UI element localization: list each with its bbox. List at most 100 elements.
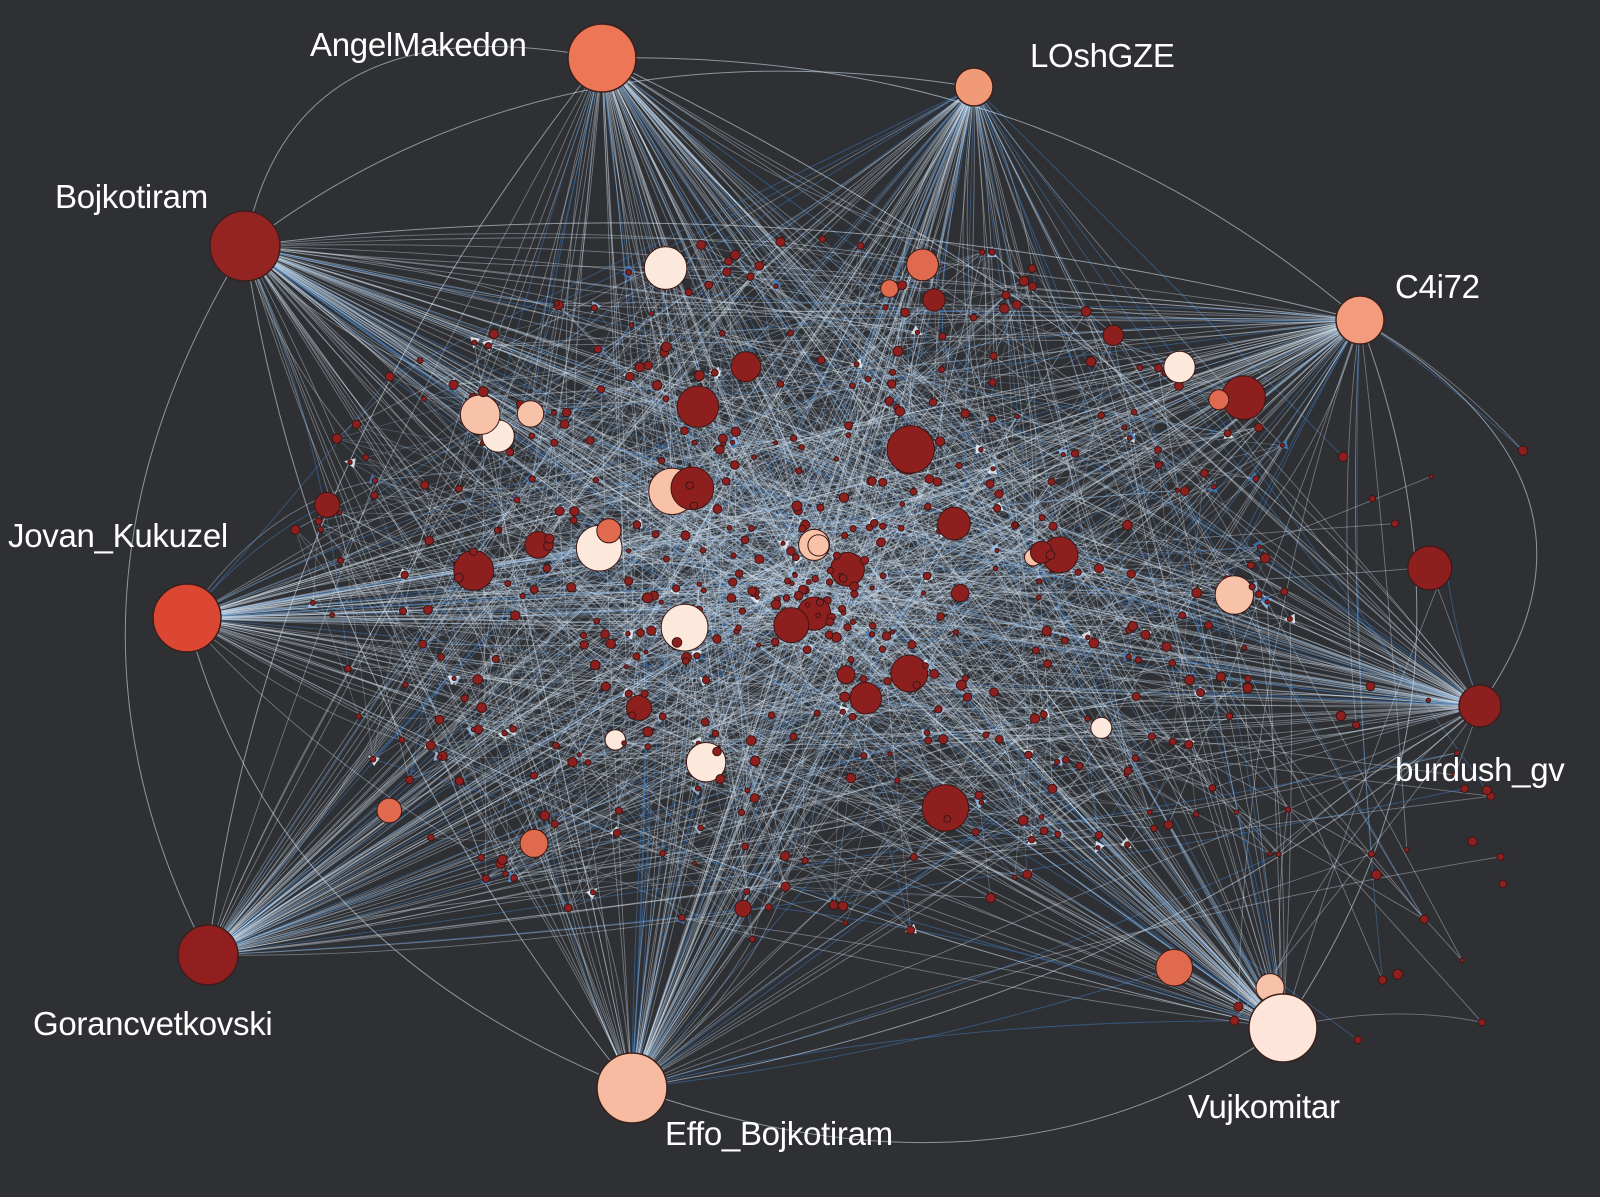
graph-node[interactable] (559, 419, 570, 430)
graph-node[interactable] (910, 852, 918, 861)
graph-node[interactable] (864, 375, 872, 383)
graph-node[interactable] (453, 550, 495, 591)
graph-node[interactable] (600, 681, 611, 692)
graph-node[interactable] (1407, 545, 1453, 591)
graph-node[interactable] (625, 268, 633, 276)
graph-node[interactable] (700, 587, 707, 594)
graph-node[interactable] (825, 617, 835, 627)
graph-node[interactable] (344, 664, 352, 673)
graph-node[interactable] (899, 501, 906, 508)
graph-node[interactable] (921, 784, 970, 832)
graph-node[interactable] (722, 267, 732, 277)
graph-node[interactable] (881, 631, 892, 641)
graph-node[interactable] (1039, 826, 1049, 836)
graph-node[interactable] (632, 652, 641, 661)
graph-node[interactable] (842, 920, 849, 926)
graph-node[interactable] (923, 729, 931, 737)
graph-node[interactable] (909, 487, 918, 496)
graph-node[interactable] (894, 777, 901, 784)
graph-node[interactable] (719, 330, 726, 337)
graph-node[interactable] (542, 564, 552, 573)
graph-node[interactable] (955, 461, 963, 470)
graph-node[interactable] (992, 504, 1002, 513)
graph-node[interactable] (1121, 424, 1128, 431)
graph-node[interactable] (849, 618, 857, 626)
graph-node[interactable] (418, 639, 428, 649)
graph-node[interactable] (749, 935, 756, 943)
graph-node[interactable] (1001, 290, 1011, 300)
graph-node[interactable] (1196, 688, 1206, 698)
graph-node[interactable] (1054, 830, 1062, 838)
graph-node[interactable] (1377, 975, 1388, 985)
graph-node[interactable] (773, 607, 810, 644)
graph-node[interactable] (1074, 568, 1082, 576)
graph-node[interactable] (1130, 408, 1138, 416)
graph-node[interactable] (1337, 451, 1349, 463)
graph-node[interactable] (1080, 306, 1092, 317)
graph-node[interactable] (886, 425, 935, 474)
graph-node[interactable] (1028, 281, 1038, 291)
graph-node[interactable] (636, 628, 645, 638)
graph-node[interactable] (1192, 811, 1200, 818)
graph-node[interactable] (907, 640, 917, 650)
graph-node[interactable] (579, 631, 588, 640)
graph-node[interactable] (584, 759, 592, 766)
graph-node[interactable] (453, 572, 464, 583)
graph-node[interactable] (773, 440, 779, 446)
graph-node[interactable] (1036, 578, 1043, 585)
graph-node[interactable] (841, 531, 849, 540)
graph-node[interactable] (1163, 350, 1196, 384)
graph-node[interactable] (960, 408, 971, 419)
graph-node[interactable] (420, 480, 430, 490)
graph-node[interactable] (922, 288, 946, 312)
graph-node[interactable] (529, 771, 539, 780)
graph-node[interactable] (510, 610, 521, 621)
graph-node[interactable] (932, 477, 942, 487)
graph-node[interactable] (436, 754, 443, 761)
graph-node[interactable] (880, 279, 899, 298)
graph-node[interactable] (625, 630, 631, 637)
graph-node[interactable] (755, 642, 762, 648)
graph-node[interactable] (519, 828, 549, 858)
graph-node[interactable] (384, 371, 395, 382)
graph-node[interactable] (589, 659, 601, 671)
graph-node[interactable] (1451, 772, 1458, 778)
graph-node[interactable] (1200, 468, 1209, 478)
graph-node[interactable] (988, 378, 997, 387)
graph-node[interactable] (593, 344, 603, 354)
graph-node[interactable] (314, 491, 341, 518)
graph-node[interactable] (519, 592, 526, 600)
graph-node[interactable] (459, 394, 501, 436)
graph-node[interactable] (491, 655, 500, 663)
graph-node[interactable] (567, 756, 578, 768)
graph-node[interactable] (994, 547, 1000, 554)
graph-node[interactable] (878, 645, 887, 653)
graph-node[interactable] (815, 598, 825, 607)
graph-node[interactable] (845, 772, 857, 784)
graph-node[interactable] (833, 456, 840, 462)
graph-node[interactable] (1012, 874, 1018, 881)
graph-node[interactable] (754, 261, 765, 271)
graph-node[interactable] (815, 612, 821, 619)
graph-node[interactable] (860, 752, 868, 760)
graph-node[interactable] (824, 630, 834, 640)
graph-node[interactable] (693, 370, 705, 382)
graph-node[interactable] (969, 313, 978, 322)
graph-node[interactable] (1255, 590, 1263, 598)
graph-node[interactable] (663, 555, 670, 563)
graph-node[interactable] (929, 669, 940, 679)
graph-node[interactable] (660, 603, 709, 652)
graph-node[interactable] (849, 382, 856, 390)
graph-node[interactable] (740, 535, 750, 545)
graph-node[interactable] (317, 526, 324, 533)
graph-node[interactable] (1425, 697, 1432, 703)
graph-node[interactable] (1028, 835, 1036, 844)
graph-node[interactable] (1215, 671, 1226, 682)
graph-node[interactable] (735, 624, 742, 632)
graph-node[interactable] (849, 581, 860, 592)
graph-node[interactable] (1419, 914, 1429, 924)
graph-node[interactable] (1029, 713, 1041, 724)
graph-node[interactable] (329, 612, 336, 618)
graph-node[interactable] (416, 357, 424, 365)
graph-node[interactable] (554, 506, 565, 517)
